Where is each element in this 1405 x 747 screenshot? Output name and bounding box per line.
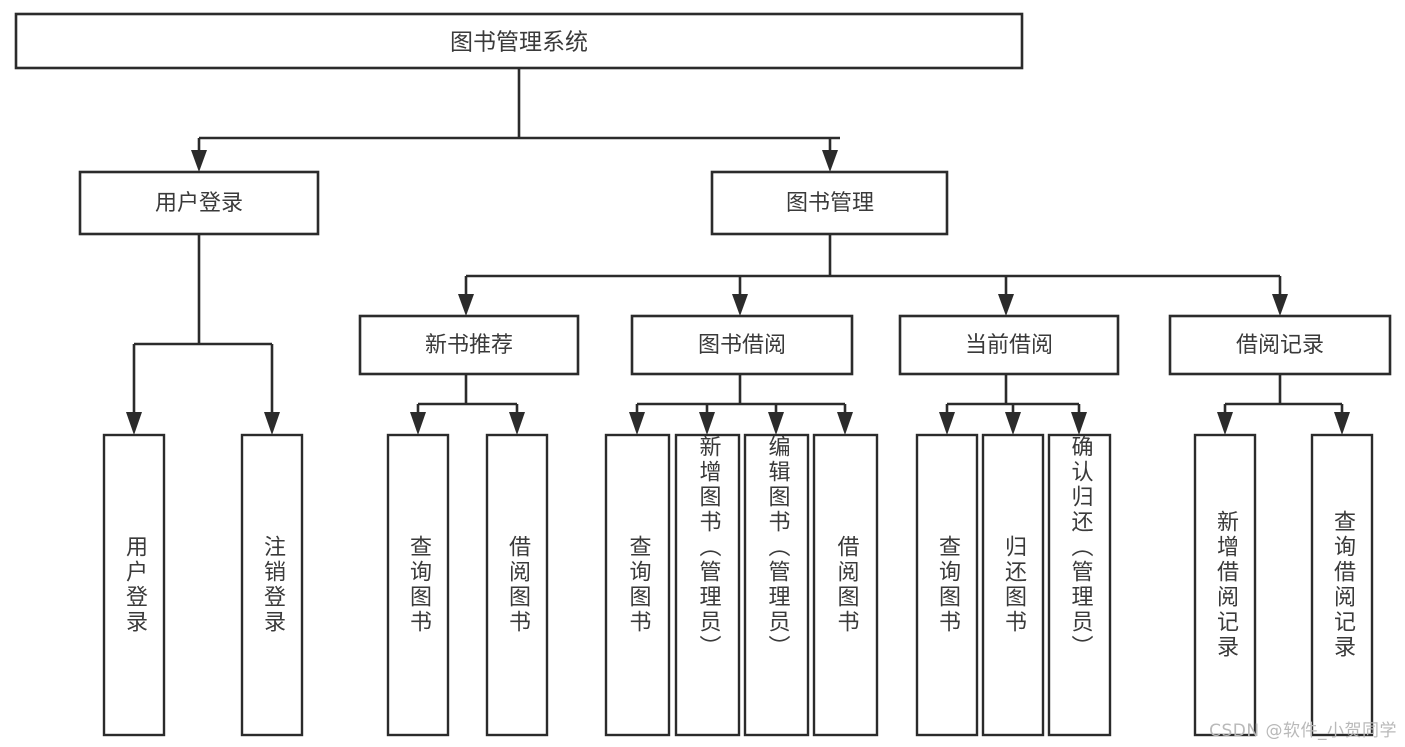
leaf-box-query-book-3[interactable] bbox=[915, 433, 979, 737]
node-book-borrow-label: 图书借阅 bbox=[698, 333, 786, 358]
arrow-head-leaf-add-book bbox=[699, 412, 715, 435]
node-borrow-record-box[interactable] bbox=[1168, 314, 1392, 376]
arrow-head-leaf-add-record bbox=[1217, 412, 1233, 435]
arrow-head-leaf-logout-login bbox=[264, 412, 280, 435]
leaf-box-add-record[interactable] bbox=[1193, 433, 1257, 737]
connector-group-current-borrow bbox=[939, 374, 1087, 435]
arrow-head-leaf-query-book-3 bbox=[939, 412, 955, 435]
leaf-box-group bbox=[102, 433, 1374, 737]
leaf-box-borrow-book-1[interactable] bbox=[485, 433, 549, 737]
leaf-box-query-book-2[interactable] bbox=[604, 433, 671, 737]
node-root-box[interactable] bbox=[14, 12, 1024, 70]
connector-group-new-book-recommend bbox=[410, 374, 525, 435]
node-current-borrow-label: 当前借阅 bbox=[965, 333, 1053, 358]
node-new-book-recommend-box[interactable] bbox=[358, 314, 580, 376]
arrow-head-leaf-borrow-book-1 bbox=[509, 412, 525, 435]
connector-group-book-manage bbox=[458, 234, 1288, 316]
node-root-label: 图书管理系统 bbox=[450, 30, 588, 56]
leaf-box-add-book[interactable] bbox=[674, 433, 741, 737]
connector-group-user-login bbox=[126, 234, 280, 435]
node-user-login-box[interactable] bbox=[78, 170, 320, 236]
arrow-head-current-borrow bbox=[998, 294, 1014, 316]
node-new-book-recommend[interactable]: 新书推荐 bbox=[358, 314, 580, 376]
connector-group-borrow-record bbox=[1217, 374, 1350, 435]
connector-group-book-borrow bbox=[629, 374, 853, 435]
node-borrow-record-label: 借阅记录 bbox=[1236, 333, 1324, 358]
node-root[interactable]: 图书管理系统 bbox=[14, 12, 1024, 70]
arrow-head-leaf-user-login bbox=[126, 412, 142, 435]
leaf-box-query-book-1[interactable] bbox=[386, 433, 450, 737]
arrow-head-user-login bbox=[191, 150, 207, 172]
arrow-head-leaf-edit-book bbox=[768, 412, 784, 435]
leaf-box-edit-book[interactable] bbox=[743, 433, 810, 737]
leaf-box-logout-login[interactable] bbox=[240, 433, 304, 737]
node-book-manage-box[interactable] bbox=[710, 170, 949, 236]
node-current-borrow-box[interactable] bbox=[898, 314, 1120, 376]
node-user-login-label: 用户登录 bbox=[155, 191, 243, 216]
node-book-manage[interactable]: 图书管理 bbox=[710, 170, 949, 236]
arrow-head-leaf-return-book bbox=[1005, 412, 1021, 435]
node-user-login[interactable]: 用户登录 bbox=[78, 170, 320, 236]
arrow-head-leaf-query-book-2 bbox=[629, 412, 645, 435]
node-current-borrow[interactable]: 当前借阅 bbox=[898, 314, 1120, 376]
node-book-borrow-box[interactable] bbox=[630, 314, 854, 376]
arrow-head-leaf-query-record bbox=[1334, 412, 1350, 435]
node-borrow-record[interactable]: 借阅记录 bbox=[1168, 314, 1392, 376]
connector-group-root bbox=[191, 68, 840, 172]
arrow-head-leaf-borrow-book-2 bbox=[837, 412, 853, 435]
leaf-box-return-book[interactable] bbox=[981, 433, 1045, 737]
leaf-box-borrow-book-2[interactable] bbox=[812, 433, 879, 737]
arrow-head-book-borrow bbox=[732, 294, 748, 316]
node-book-manage-label: 图书管理 bbox=[786, 191, 874, 216]
arrow-head-book-manage bbox=[822, 150, 838, 172]
leaf-box-confirm-return[interactable] bbox=[1047, 433, 1112, 737]
csdn-watermark: CSDN @软件_小贺同学 bbox=[1209, 721, 1397, 741]
arrow-head-borrow-record bbox=[1272, 294, 1288, 316]
node-new-book-recommend-label: 新书推荐 bbox=[425, 333, 513, 358]
arrow-head-leaf-query-book-1 bbox=[410, 412, 426, 435]
leaf-box-user-login[interactable] bbox=[102, 433, 166, 737]
arrow-head-new-book-recommend bbox=[458, 294, 474, 316]
node-book-borrow[interactable]: 图书借阅 bbox=[630, 314, 854, 376]
leaf-box-query-record[interactable] bbox=[1310, 433, 1374, 737]
arrow-head-leaf-confirm-return bbox=[1071, 412, 1087, 435]
